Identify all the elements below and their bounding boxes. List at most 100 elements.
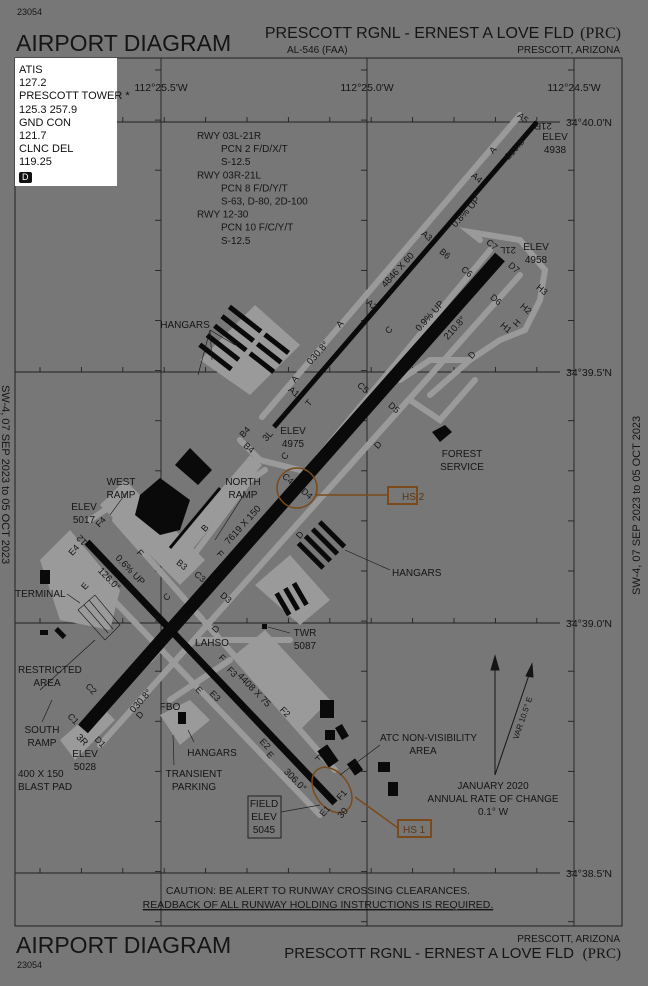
runway-info-line: RWY 03L-21R [197, 131, 261, 142]
area-label: ELEV [72, 749, 98, 760]
area-label: FBO [160, 702, 181, 713]
tower [262, 624, 267, 629]
hangar-ramp [200, 305, 300, 395]
taxiway-label: D [294, 529, 306, 541]
atis-frequency: 127.2 [19, 77, 47, 90]
mag-rate-value: 0.1° W [478, 807, 509, 818]
taxiway-label: C [161, 591, 173, 603]
taxiway-label: D [134, 709, 146, 721]
taxiway-label: E [193, 684, 204, 695]
runway-info-line: PCN 10 F/C/Y/T [221, 223, 293, 234]
runway-label: 0.8% UP [450, 195, 483, 230]
effective-dates-right: SW-4, 07 SEP 2023 to 05 OCT 2023 [631, 416, 643, 595]
taxiway-label: E [79, 580, 90, 591]
runway-03l-21r [272, 120, 539, 429]
taxiway-label: E [264, 749, 275, 760]
area-label: ELEV [71, 502, 97, 513]
tower-label: PRESCOTT TOWER * [19, 90, 130, 103]
taxiway-label: D [210, 623, 222, 635]
taxiway-label: B6 [437, 246, 452, 261]
hot-spot-2-label: HS 2 [402, 492, 425, 503]
hot-spot-1-circle [311, 766, 353, 814]
tower-frequency: 125.3 257.9 [19, 103, 78, 116]
runway-12-30 [84, 539, 338, 806]
area-label: SERVICE [440, 462, 484, 473]
area-label: RESTRICTED [18, 665, 82, 676]
atis-label: ATIS [19, 64, 43, 76]
field-elev-box [247, 795, 282, 839]
taxiway-label: H [511, 317, 523, 329]
mag-date: JANUARY 2020 [457, 781, 529, 792]
area-label: ELEV [280, 426, 306, 437]
terminal-ramp [40, 530, 120, 630]
taxiway-label: F [135, 547, 146, 558]
area-label: SOUTH [25, 725, 60, 736]
forest-service-building [432, 425, 452, 442]
area-label: HANGARS [187, 748, 237, 759]
area-label: WEST [107, 477, 136, 488]
footer-chart-number: 23054 [17, 960, 42, 970]
footer-airport-id: (PRC) [583, 946, 621, 962]
taxiway-label: F [215, 548, 226, 559]
latitude-label: 34°39.5'N [566, 367, 612, 379]
taxiway-label: C2 [84, 681, 99, 696]
area-label: 4938 [544, 145, 567, 156]
chart-frame [14, 57, 623, 927]
taxiway-label: D [372, 439, 384, 451]
area-label: AREA [409, 746, 437, 757]
d-atis-badge: D [19, 171, 32, 183]
taxiway-label: C [279, 450, 291, 462]
area-label: TWR [294, 628, 317, 639]
frequency-box: ATIS 127.2 PRESCOTT TOWER * 125.3 257.9 … [15, 58, 130, 186]
airport-name: PRESCOTT RGNL - ERNEST A LOVE FLD [265, 25, 574, 42]
runway-label: 210.8° [503, 134, 530, 162]
runway-label: 21L [500, 244, 516, 255]
magnetic-arrows [490, 654, 534, 776]
runway-label: 030.8° [128, 687, 155, 715]
magnetic-north-arrow [494, 671, 531, 776]
building-north [175, 448, 212, 485]
hot-spot-1-label: HS 1 [403, 825, 426, 836]
area-label: ATC NON-VISIBILITY [380, 733, 477, 744]
taxiway-label: H3 [534, 282, 549, 297]
footer-airport-name: PRESCOTT RGNL - ERNEST A LOVE FLD [284, 945, 574, 962]
runway-info-line: RWY 03R-21L [197, 170, 262, 181]
field-elev-label: ELEV [251, 812, 277, 823]
footer-chart-title: AIRPORT DIAGRAM [16, 932, 231, 958]
procedure-id: AL-546 (FAA) [287, 45, 348, 56]
building-west [135, 478, 190, 535]
taxiway-label: D3 [218, 590, 233, 605]
area-label: RAMP [107, 490, 136, 501]
area-label: TRANSIENT [166, 769, 223, 780]
runway-label: 3L [261, 429, 276, 444]
taxiway-label: T [303, 397, 314, 408]
area-label: 400 X 150 [18, 769, 64, 780]
latitude-label: 34°39.0'N [566, 618, 612, 630]
field-elev-label: FIELD [250, 799, 278, 810]
runway-03r-21l [78, 252, 505, 734]
chart-number: 23054 [17, 7, 42, 17]
buildings [40, 304, 452, 796]
hot-spot-2-circle [276, 467, 318, 509]
area-label: RAMP [28, 738, 57, 749]
runway-info-line: S-12.5 [221, 236, 251, 247]
area-label: NORTH [225, 477, 260, 488]
area-label: BLAST PAD [18, 782, 72, 793]
terminal-hatch [77, 594, 121, 641]
ground-frequency: 121.7 [19, 130, 47, 143]
area-label: HANGARS [392, 568, 442, 579]
caution-line-1: CAUTION: BE ALERT TO RUNWAY CROSSING CLE… [166, 885, 470, 897]
latitude-label: 34°38.5'N [566, 868, 612, 880]
east-ramp [235, 630, 330, 730]
taxiway-label: D [466, 349, 478, 361]
footer-city-state: PRESCOTT, ARIZONA [517, 934, 620, 945]
area-label: FOREST [442, 449, 483, 460]
field-elev-value: 5045 [253, 825, 276, 836]
airport-id: (PRC) [580, 25, 621, 42]
area-label: ELEV [523, 242, 549, 253]
runway-info-line: S-63, D-80, 2D-100 [221, 197, 308, 208]
clearance-frequency: 119.25 [19, 156, 52, 169]
